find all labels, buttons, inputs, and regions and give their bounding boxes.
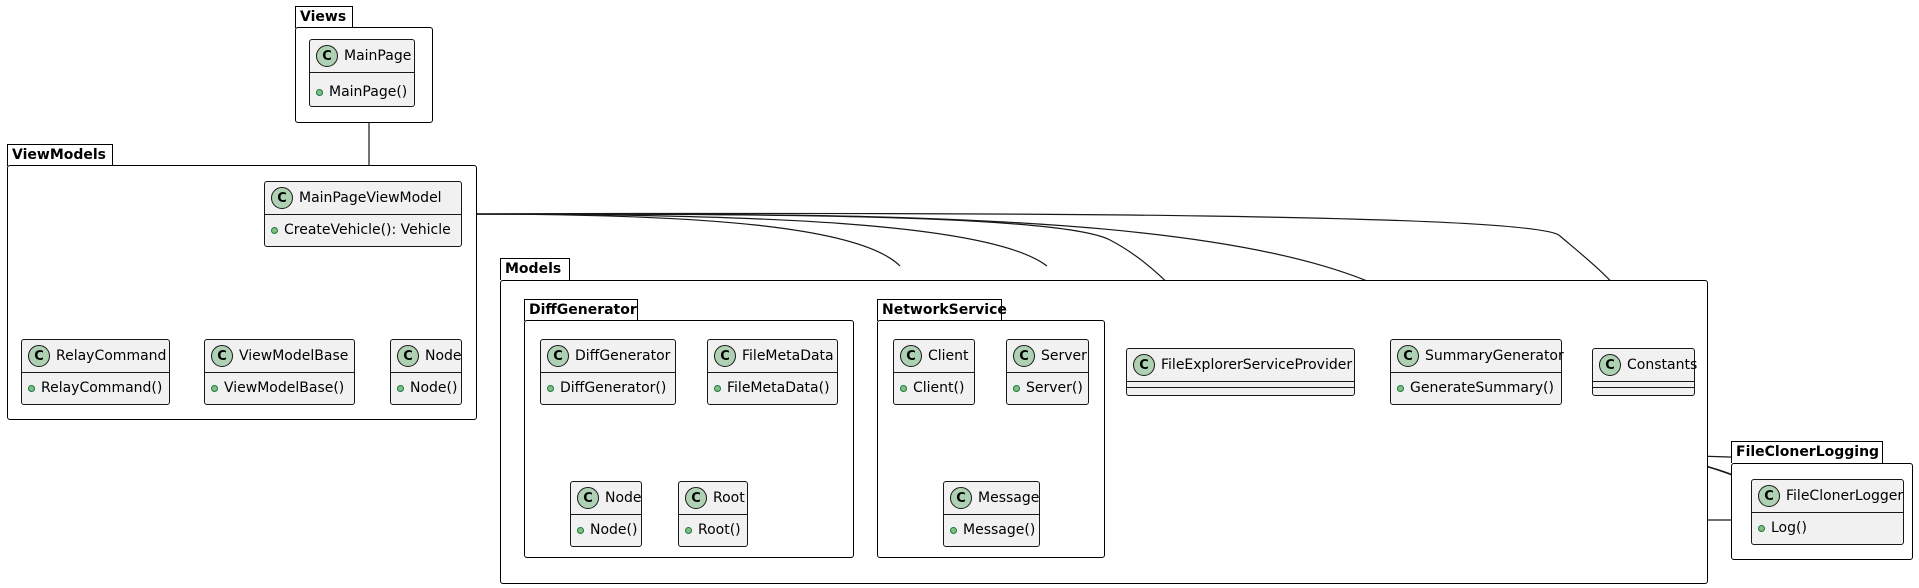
class-viewmodelbase: C ViewModelBase ViewModelBase() (204, 339, 355, 405)
class-name: DiffGenerator (575, 348, 671, 364)
class-name: FileMetaData (742, 348, 834, 364)
package-tab-views: Views (295, 6, 353, 28)
package-tab-networkservice: NetworkService (877, 299, 1007, 321)
class-name: Node (605, 490, 642, 506)
class-member: Server() (1026, 380, 1083, 396)
class-spot-icon: C (1397, 345, 1419, 367)
package-tab-diffgenerator: DiffGenerator (524, 299, 638, 321)
public-method-icon (28, 384, 35, 392)
public-method-icon (547, 384, 554, 392)
class-member: FileMetaData() (727, 380, 830, 396)
public-method-icon (714, 384, 721, 392)
package-label-views: Views (300, 9, 347, 25)
class-root: C Root Root() (678, 481, 748, 547)
package-label-diffgenerator: DiffGenerator (529, 302, 637, 318)
class-name: SummaryGenerator (1425, 348, 1564, 364)
class-member: Log() (1771, 520, 1807, 536)
class-member: Root() (698, 522, 741, 538)
class-name: FileExplorerServiceProvider (1161, 357, 1353, 373)
class-name: Root (713, 490, 745, 506)
package-label-networkservice: NetworkService (882, 302, 1007, 318)
package-tab-viewmodels: ViewModels (7, 144, 113, 166)
class-filemetadata: C FileMetaData FileMetaData() (707, 339, 838, 405)
class-spot-icon: C (28, 345, 50, 367)
public-method-icon (900, 384, 907, 392)
class-spot-icon: C (685, 487, 707, 509)
class-vm-node: C Node Node() (390, 339, 462, 405)
package-label-models: Models (505, 261, 562, 277)
class-spot-icon: C (1758, 485, 1780, 507)
public-method-icon (397, 384, 404, 392)
class-summarygenerator: C SummaryGenerator GenerateSummary() (1390, 339, 1564, 405)
class-member: CreateVehicle(): Vehicle (284, 222, 451, 238)
package-tab-fileclonerlogging: FileClonerLogging (1731, 441, 1883, 463)
class-spot-icon: C (1599, 354, 1621, 376)
class-mainpageviewmodel: C MainPageViewModel CreateVehicle(): Vehi… (264, 181, 462, 247)
public-method-icon (1397, 384, 1404, 392)
class-name: ViewModelBase (239, 348, 349, 364)
public-method-icon (685, 526, 692, 534)
class-name: MainPageViewModel (299, 190, 442, 206)
class-spot-icon: C (950, 487, 972, 509)
class-spot-icon: C (397, 345, 419, 367)
class-name: Message (978, 490, 1040, 506)
package-tab-models: Models (500, 258, 570, 280)
class-member: GenerateSummary() (1410, 380, 1554, 396)
class-name: Node (425, 348, 462, 364)
class-spot-icon: C (1013, 345, 1035, 367)
class-member: ViewModelBase() (224, 380, 345, 396)
class-spot-icon: C (900, 345, 922, 367)
class-name: Constants (1627, 357, 1698, 373)
class-member: RelayCommand() (41, 380, 163, 396)
class-spot-icon: C (316, 45, 338, 67)
class-member: Node() (410, 380, 458, 396)
class-client: C Client Client() (893, 339, 975, 405)
class-spot-icon: C (547, 345, 569, 367)
package-label-viewmodels: ViewModels (12, 147, 107, 163)
class-relaycommand: C RelayCommand RelayCommand() (21, 339, 170, 405)
class-constants: C Constants (1592, 348, 1698, 396)
class-diffgenerator: C DiffGenerator DiffGenerator() (540, 339, 676, 405)
package-label-fileclonerlogging: FileClonerLogging (1736, 444, 1880, 460)
public-method-icon (1013, 384, 1020, 392)
class-spot-icon: C (577, 487, 599, 509)
public-method-icon (577, 526, 584, 534)
public-method-icon (950, 526, 957, 534)
class-member: Client() (913, 380, 965, 396)
class-member: Message() (963, 522, 1036, 538)
class-spot-icon: C (1133, 354, 1155, 376)
public-method-icon (1758, 524, 1765, 532)
public-method-icon (316, 88, 323, 96)
public-method-icon (211, 384, 218, 392)
class-dg-node: C Node Node() (570, 481, 642, 547)
class-message: C Message Message() (943, 481, 1040, 547)
edge-mainpageviewmodel-constants (461, 212, 1649, 347)
class-fileclonerlogger: C FileClonerLogger Log() (1751, 479, 1904, 545)
class-name: RelayCommand (56, 348, 167, 364)
class-member: DiffGenerator() (560, 380, 667, 396)
class-spot-icon: C (211, 345, 233, 367)
class-member: MainPage() (329, 84, 408, 100)
class-name: MainPage (344, 48, 412, 64)
class-name: Client (928, 348, 969, 364)
class-name: Server (1041, 348, 1087, 364)
public-method-icon (271, 226, 278, 234)
class-member: Node() (590, 522, 638, 538)
class-name: FileClonerLogger (1786, 488, 1904, 504)
class-fileexplorerserviceprovider: C FileExplorerServiceProvider (1126, 348, 1355, 396)
class-server: C Server Server() (1006, 339, 1089, 405)
class-mainpage: C MainPage MainPage() (309, 39, 415, 107)
class-spot-icon: C (271, 187, 293, 209)
class-spot-icon: C (714, 345, 736, 367)
